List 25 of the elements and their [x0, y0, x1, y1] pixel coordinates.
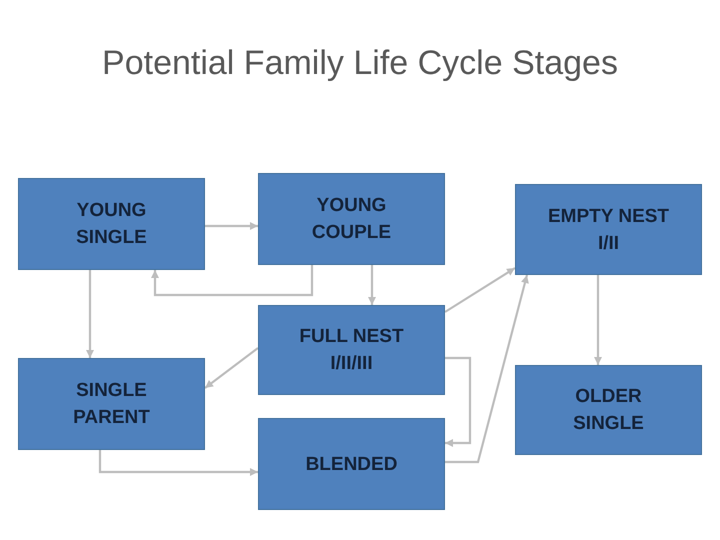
arrow: [445, 274, 529, 464]
arrow: [205, 222, 258, 230]
stage-box: [18, 178, 205, 270]
stage-box: [258, 418, 445, 510]
arrow: [368, 265, 376, 305]
stage-box: [515, 184, 702, 275]
stage-label: YOUNG COUPLE: [310, 194, 392, 245]
arrow: [151, 265, 314, 296]
stage-label: FULL NEST I/II/III: [298, 325, 405, 376]
stage-box: [258, 173, 445, 265]
stage-label: OLDER SINGLE: [572, 385, 645, 436]
arrow: [86, 270, 94, 358]
stage-label: YOUNG SINGLE: [75, 199, 148, 250]
stage-label: SINGLE PARENT: [72, 379, 151, 430]
diagram-title: Potential Family Life Cycle Stages: [102, 44, 618, 82]
arrow: [204, 347, 259, 389]
arrow: [444, 267, 516, 313]
arrow: [594, 275, 602, 365]
stage-box: [515, 365, 702, 455]
arrow: [445, 356, 472, 447]
stage-box: [18, 358, 205, 450]
stage-label: BLENDED: [306, 452, 398, 476]
arrow: [98, 450, 258, 476]
stage-box: [258, 305, 445, 395]
stage-label: EMPTY NEST I/II: [546, 204, 670, 256]
